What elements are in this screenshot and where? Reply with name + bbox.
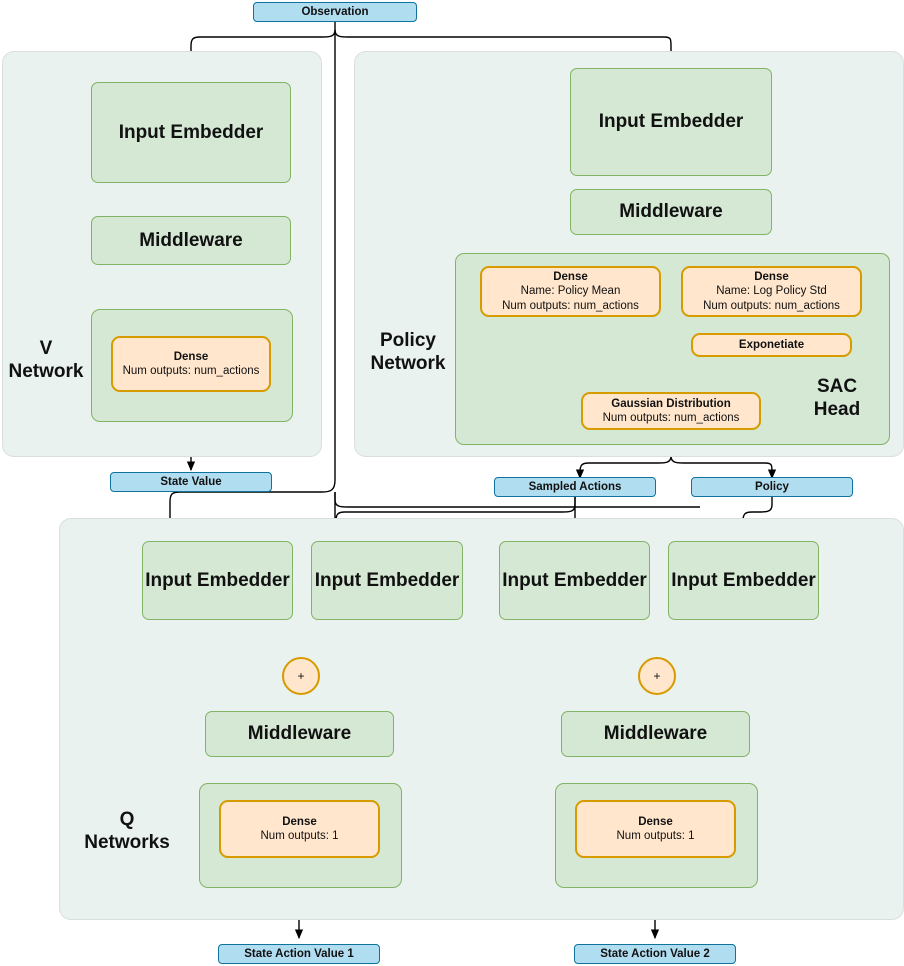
io-observation[interactable]: Observation: [253, 2, 417, 22]
policy-network-exponetiate[interactable]: Exponetiate: [691, 333, 852, 357]
q-right-dense-outputs: Num outputs: 1: [616, 830, 695, 842]
policy-network-label-line2: Network: [370, 353, 446, 374]
plus-icon: +: [653, 669, 661, 683]
q-right-add-node[interactable]: +: [638, 657, 676, 695]
io-sampled-actions-label: Sampled Actions: [528, 480, 622, 493]
group-label-v-network: V Network: [8, 330, 84, 392]
io-state-value[interactable]: State Value: [110, 472, 272, 492]
q-left-dense[interactable]: Dense Num outputs: 1: [219, 800, 380, 858]
sac-head-label-line1: SAC: [816, 376, 858, 398]
v-network-middleware[interactable]: Middleware: [91, 216, 291, 265]
q-network-input-embedder-3[interactable]: Input Embedder: [499, 541, 650, 620]
group-label-sac-head: SAC Head: [796, 368, 878, 430]
v-network-dense-title: Dense: [173, 350, 209, 363]
v-network-middleware-label: Middleware: [139, 229, 243, 251]
io-state-action-value-2-label: State Action Value 2: [600, 947, 710, 960]
policy-network-dense-log-policy-std[interactable]: Dense Name: Log Policy Std Num outputs: …: [681, 266, 862, 317]
v-network-label-line1: V: [39, 338, 53, 360]
io-state-action-value-2[interactable]: State Action Value 2: [574, 944, 736, 964]
v-network-dense-outputs: Num outputs: num_actions: [122, 365, 260, 377]
io-state-action-value-1-label: State Action Value 1: [244, 947, 354, 960]
q-networks-label-line2: Networks: [84, 832, 170, 853]
sac-head-label-line2: Head: [813, 399, 861, 420]
q-left-add-node[interactable]: +: [282, 657, 320, 695]
v-network-input-embedder[interactable]: Input Embedder: [91, 82, 291, 183]
q-right-dense-title: Dense: [638, 815, 673, 828]
dense-policy-mean-outputs: Num outputs: num_actions: [502, 299, 639, 312]
dense-log-policy-std-outputs: Num outputs: num_actions: [703, 299, 840, 312]
policy-network-input-embedder-label: Input Embedder: [598, 111, 744, 133]
gaussian-distribution-outputs: Num outputs: num_actions: [602, 412, 740, 424]
v-network-input-embedder-label: Input Embedder: [118, 121, 264, 143]
dense-policy-mean-title: Dense: [553, 271, 588, 284]
v-network-label-line2: Network: [8, 361, 84, 382]
v-network-dense[interactable]: Dense Num outputs: num_actions: [111, 336, 271, 392]
io-state-action-value-1[interactable]: State Action Value 1: [218, 944, 380, 964]
q-right-dense[interactable]: Dense Num outputs: 1: [575, 800, 736, 858]
q-left-middleware[interactable]: Middleware: [205, 711, 394, 757]
policy-network-dense-policy-mean[interactable]: Dense Name: Policy Mean Num outputs: num…: [480, 266, 661, 317]
policy-network-middleware[interactable]: Middleware: [570, 189, 772, 235]
policy-network-gaussian-distribution[interactable]: Gaussian Distribution Num outputs: num_a…: [581, 392, 761, 430]
gaussian-distribution-title: Gaussian Distribution: [611, 397, 731, 410]
q-network-input-embedder-1[interactable]: Input Embedder: [142, 541, 293, 620]
q-network-input-embedder-2[interactable]: Input Embedder: [311, 541, 463, 620]
q-left-dense-outputs: Num outputs: 1: [260, 830, 339, 842]
dense-log-policy-std-title: Dense: [754, 271, 789, 284]
q-network-input-embedder-4[interactable]: Input Embedder: [668, 541, 819, 620]
policy-network-label-line1: Policy: [380, 330, 436, 352]
group-label-q-networks: Q Networks: [66, 801, 188, 863]
io-sampled-actions[interactable]: Sampled Actions: [494, 477, 656, 497]
io-state-value-label: State Value: [160, 475, 222, 488]
group-label-policy-network: Policy Network: [363, 322, 453, 384]
q-network-input-embedder-2-label: Input Embedder: [314, 569, 460, 591]
q-left-dense-title: Dense: [282, 815, 317, 828]
q-networks-label-line1: Q: [119, 809, 135, 831]
q-network-input-embedder-3-label: Input Embedder: [502, 569, 647, 591]
policy-network-middleware-label: Middleware: [619, 201, 723, 223]
io-policy-label: Policy: [755, 480, 789, 493]
q-network-input-embedder-4-label: Input Embedder: [671, 569, 816, 591]
q-network-input-embedder-1-label: Input Embedder: [145, 569, 290, 591]
dense-log-policy-std-name: Name: Log Policy Std: [716, 285, 827, 298]
exponetiate-label: Exponetiate: [738, 338, 805, 351]
q-left-middleware-label: Middleware: [247, 723, 352, 745]
io-policy[interactable]: Policy: [691, 477, 853, 497]
q-right-middleware[interactable]: Middleware: [561, 711, 750, 757]
plus-icon: +: [297, 669, 305, 683]
q-right-middleware-label: Middleware: [603, 723, 708, 745]
policy-network-input-embedder[interactable]: Input Embedder: [570, 68, 772, 176]
io-observation-label: Observation: [301, 5, 369, 18]
dense-policy-mean-name: Name: Policy Mean: [520, 285, 621, 298]
